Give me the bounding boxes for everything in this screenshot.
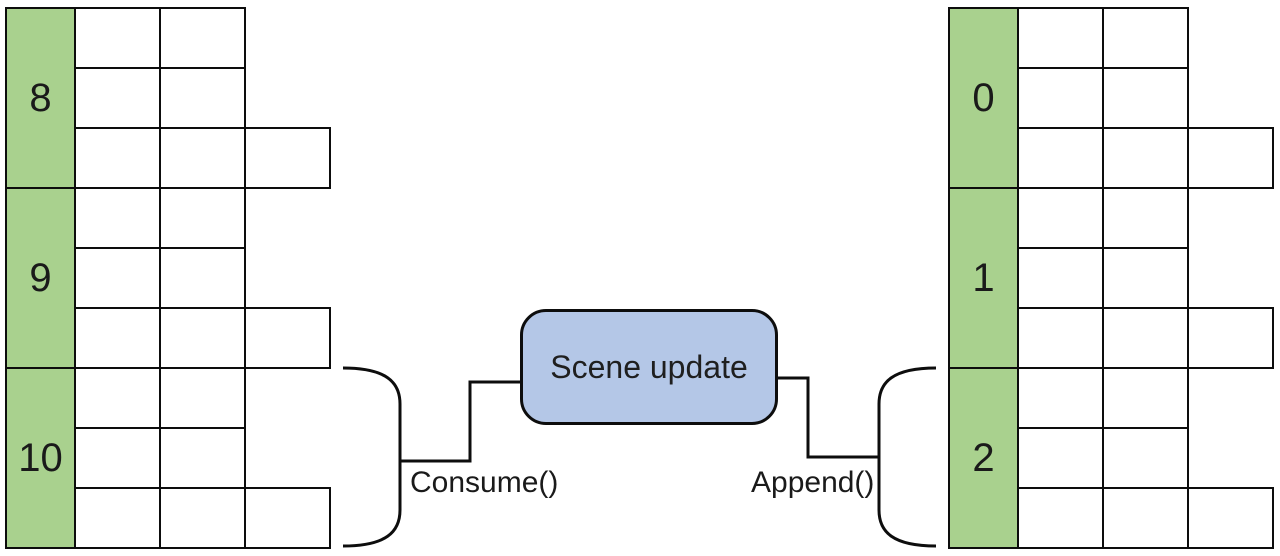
buffer-cell: [1102, 67, 1189, 129]
buffer-cell: [1102, 427, 1189, 489]
chunk-label: 0: [948, 7, 1019, 189]
buffer-cell: [159, 247, 246, 309]
buffer-cell: [1102, 307, 1189, 369]
buffer-cell: [1102, 187, 1189, 249]
buffer-cell: [74, 127, 161, 189]
buffer-cell: [74, 187, 161, 249]
buffer-cell: [159, 127, 246, 189]
buffer-cell: [74, 67, 161, 129]
buffer-cell: [1017, 307, 1104, 369]
buffer-cell: [74, 307, 161, 369]
chunk-label: 10: [5, 367, 76, 549]
chunk-label: 2: [948, 367, 1019, 549]
buffer-cell: [74, 487, 161, 549]
buffer-cell: [159, 367, 246, 429]
buffer-cell: [159, 187, 246, 249]
consume-label: Consume(): [410, 466, 559, 499]
buffer-cell: [244, 127, 331, 189]
buffer-cell: [159, 307, 246, 369]
buffer-cell: [1102, 127, 1189, 189]
buffer-cell: [1102, 7, 1189, 69]
buffer-cell: [1187, 487, 1274, 549]
right-bracket: [877, 366, 937, 548]
buffer-cell: [159, 67, 246, 129]
buffer-cell: [1102, 367, 1189, 429]
buffer-cell: [1017, 367, 1104, 429]
buffer-cell: [159, 487, 246, 549]
buffer-cell: [159, 7, 246, 69]
buffer-cell: [74, 427, 161, 489]
buffer-cell: [1017, 427, 1104, 489]
scene-update-label: Scene update: [550, 348, 748, 385]
buffer-cell: [244, 487, 331, 549]
buffer-cell: [244, 307, 331, 369]
chunk-label: 9: [5, 187, 76, 369]
buffer-cell: [1017, 127, 1104, 189]
left-bracket: [342, 366, 402, 548]
consume-connector-line: [400, 380, 521, 463]
buffer-cell: [1102, 487, 1189, 549]
scene-update-box: Scene update: [520, 309, 778, 425]
buffer-cell: [1017, 247, 1104, 309]
buffer-cell: [1102, 247, 1189, 309]
chunk-label: 8: [5, 7, 76, 189]
buffer-cell: [1017, 187, 1104, 249]
chunk-label: 1: [948, 187, 1019, 369]
append-label: Append(): [751, 466, 875, 499]
buffer-cell: [74, 7, 161, 69]
buffer-cell: [74, 247, 161, 309]
buffer-cell: [1187, 127, 1274, 189]
buffer-cell: [1187, 307, 1274, 369]
buffer-cell: [1017, 67, 1104, 129]
buffer-cell: [1017, 7, 1104, 69]
buffer-cell: [159, 427, 246, 489]
buffer-cell: [74, 367, 161, 429]
append-connector-line: [777, 376, 879, 459]
buffer-cell: [1017, 487, 1104, 549]
